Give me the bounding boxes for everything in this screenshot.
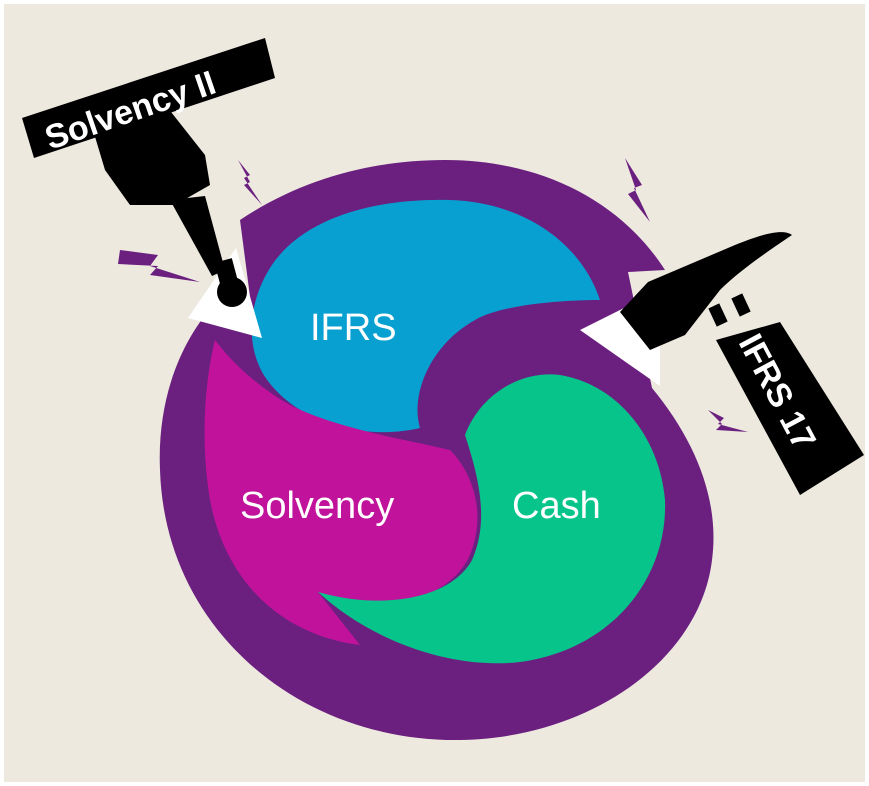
jackhammer-icon — [22, 38, 275, 307]
lightning-icon — [625, 158, 650, 222]
diagram-canvas: IFRS Solvency Cash Solvency II IFRS 17 — [4, 4, 865, 782]
lightning-bolts — [118, 158, 748, 432]
solvency-segment — [204, 340, 478, 645]
cash-label: Cash — [512, 485, 601, 527]
lightning-icon — [118, 250, 200, 282]
cash-segment — [318, 374, 666, 664]
ifrs-segment — [251, 199, 600, 433]
hammer-icon — [620, 232, 864, 495]
process-cycle: IFRS Solvency Cash — [159, 160, 714, 741]
solvency-label: Solvency — [240, 485, 394, 527]
ifrs-label: IFRS — [310, 307, 397, 349]
lightning-icon — [708, 410, 748, 432]
